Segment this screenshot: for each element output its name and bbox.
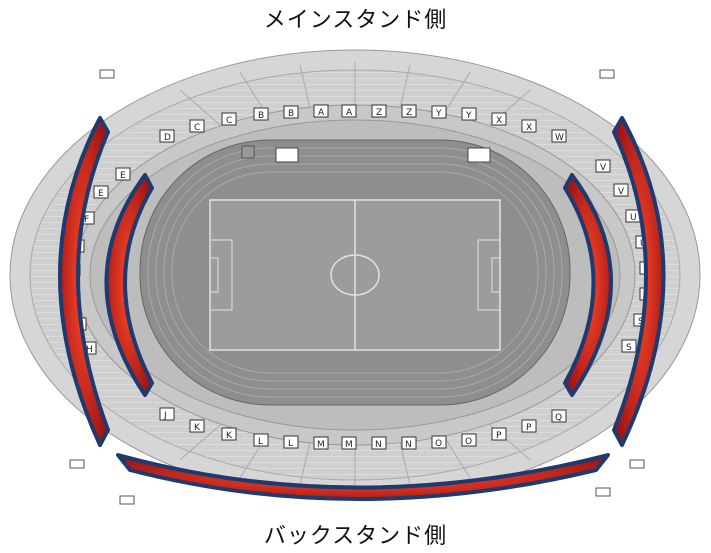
gate-marker: L — [253, 433, 269, 447]
gate-marker: P — [521, 419, 537, 433]
gate-marker: N — [371, 436, 387, 450]
gate-marker: V — [595, 159, 611, 173]
svg-text:O: O — [435, 439, 442, 449]
track-lanes — [147, 147, 563, 398]
gate-marker: S — [621, 339, 637, 353]
svg-text:L: L — [288, 439, 293, 449]
highlight-right-inner — [563, 173, 613, 397]
gate-marker: N — [401, 436, 417, 450]
gate-marker: Y — [431, 105, 447, 119]
gate-marker: A — [313, 104, 329, 118]
gate-marker: W — [551, 129, 567, 143]
light-tower-icon — [69, 69, 645, 505]
gate-marker: B — [253, 107, 269, 121]
svg-text:M: M — [317, 440, 325, 450]
svg-text:P: P — [526, 423, 532, 433]
svg-text:E: E — [120, 171, 126, 181]
gate-marker: C — [221, 112, 237, 126]
gate-marker: V — [613, 183, 629, 197]
gate-marker: E — [93, 185, 109, 199]
svg-text:S: S — [626, 343, 632, 353]
main-stand-label: メインスタンド側 — [263, 8, 448, 33]
highlight-right-outer — [612, 116, 666, 447]
gate-marker: K — [221, 427, 237, 441]
gate-marker: A — [341, 104, 357, 118]
gate-marker: M — [341, 436, 357, 450]
svg-text:Z: Z — [376, 108, 382, 118]
center-circle — [330, 254, 380, 296]
svg-text:Y: Y — [435, 109, 442, 119]
stadium-map: D C C B B A A Z Z Y Y X X W E E F F G G … — [9, 49, 701, 505]
highlight-back-stand — [116, 453, 610, 501]
gate-marker: M — [313, 436, 329, 450]
svg-text:M: M — [345, 440, 353, 450]
svg-text:H: H — [86, 345, 93, 355]
svg-text:J: J — [163, 411, 167, 421]
gate-marker: X — [491, 112, 507, 126]
svg-text:A: A — [318, 108, 325, 118]
gate-marker: B — [283, 105, 299, 119]
gate-marker: U — [625, 209, 641, 223]
back-stand-label: バックスタンド側 — [263, 524, 448, 549]
highlight-left-inner — [104, 173, 154, 397]
gate-marker: J — [159, 407, 175, 421]
svg-text:E: E — [98, 189, 104, 199]
svg-text:X: X — [526, 123, 532, 133]
gate-marker: X — [521, 119, 537, 133]
svg-text:K: K — [226, 431, 233, 441]
gate-marker: O — [461, 433, 477, 447]
gate-marker: E — [115, 167, 131, 181]
gate-marker: Z — [401, 104, 417, 118]
svg-text:Y: Y — [465, 111, 472, 121]
svg-text:V: V — [600, 163, 607, 173]
svg-text:L: L — [258, 437, 263, 447]
media-box-left — [275, 147, 299, 163]
svg-text:F: F — [84, 215, 89, 225]
svg-text:V: V — [618, 187, 625, 197]
gate-marker: O — [431, 435, 447, 449]
highlight-left-outer — [58, 116, 110, 447]
svg-text:D: D — [164, 133, 171, 143]
media-box-right — [467, 147, 491, 163]
svg-text:W: W — [555, 133, 564, 143]
svg-text:K: K — [194, 423, 201, 433]
gate-marker: D — [159, 129, 175, 143]
svg-text:N: N — [405, 440, 412, 450]
svg-text:Z: Z — [406, 108, 412, 118]
svg-text:P: P — [496, 431, 502, 441]
svg-text:Q: Q — [555, 413, 562, 423]
svg-text:B: B — [258, 111, 264, 121]
gate-marker: Y — [461, 107, 477, 121]
gate-marker: L — [283, 435, 299, 449]
svg-text:C: C — [226, 116, 232, 126]
gate-marker: C — [189, 119, 205, 133]
gate-marker: K — [189, 419, 205, 433]
svg-text:A: A — [346, 108, 353, 118]
gate-marker: P — [491, 427, 507, 441]
svg-text:U: U — [630, 213, 637, 223]
svg-text:N: N — [375, 440, 382, 450]
svg-text:X: X — [496, 116, 502, 126]
svg-text:B: B — [288, 109, 294, 119]
gate-labels-top: D C C B B A A Z Z Y Y X X W — [159, 104, 567, 143]
gate-marker: Q — [551, 409, 567, 423]
svg-text:O: O — [465, 437, 472, 447]
svg-text:C: C — [194, 123, 200, 133]
gate-marker: Z — [371, 104, 387, 118]
gate-labels-bottom: J K K L L M M N N O O P P Q — [159, 407, 567, 450]
